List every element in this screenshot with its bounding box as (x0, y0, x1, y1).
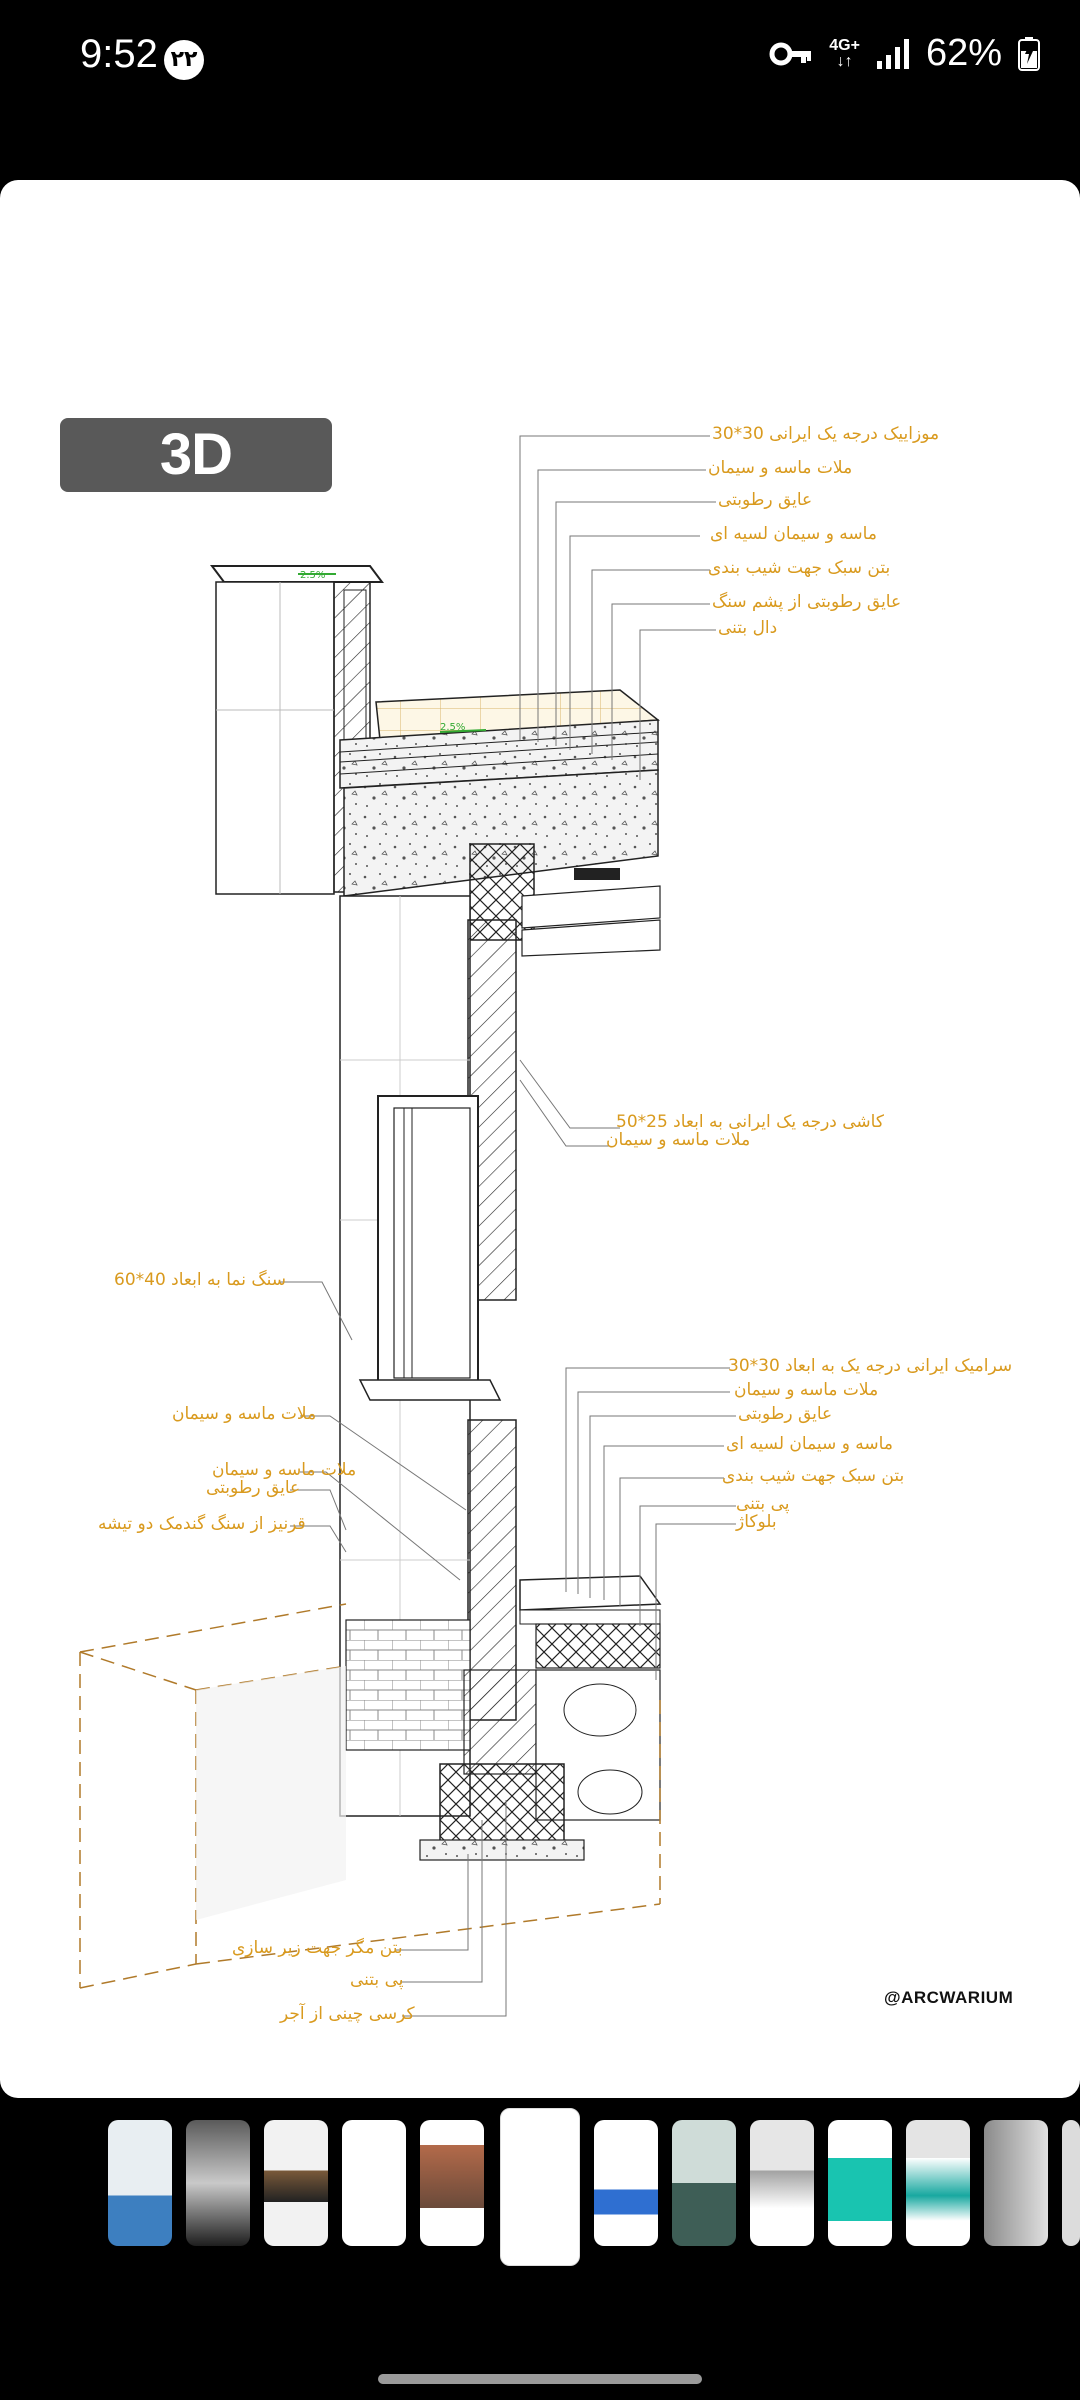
label-concrete-footing-bottom: پی بتنی (350, 1970, 404, 1990)
label-mortar-middle: ملات ماسه و سیمان (606, 1130, 751, 1150)
beam (469, 843, 661, 957)
label-mortar-left-2: ملات ماسه و سیمان (212, 1460, 357, 1480)
label-stone-skirting: قرنیز از سنگ گندمک دو تیشه (98, 1514, 306, 1534)
slope-markers: 2.5% 2.5% (298, 570, 487, 733)
label-mortar: ملات ماسه و سیمان (708, 458, 853, 478)
label-mortar-lower: ملات ماسه و سیمان (734, 1380, 879, 1400)
label-blockage: بلوکاژ (736, 1512, 777, 1532)
label-waterproofing-lower: عایق رطوبتی (738, 1404, 833, 1424)
label-lightweight-concrete-lower: بتن سبک جهت شیب بندی (722, 1466, 905, 1486)
thumbnail-5[interactable] (420, 2120, 484, 2246)
thumbnail-12[interactable] (984, 2120, 1048, 2246)
label-facade-stone: سنگ نما به ابعاد 40*60 (114, 1270, 286, 1290)
home-indicator[interactable] (378, 2374, 702, 2384)
label-ceramic-tile-25x50: کاشی درجه یک ایرانی به ابعاد 25*50 (616, 1112, 884, 1132)
thumbnail-8[interactable] (672, 2120, 736, 2246)
label-ceramic-tile-30x30: سرامیک ایرانی درجه یک به ابعاد 30*30 (728, 1356, 1013, 1376)
status-bar: 9:52 ۲۲ 4G+↓↑ 62% (0, 0, 1080, 120)
thumbnail-11[interactable] (906, 2120, 970, 2246)
signal-strength-icon (876, 38, 909, 69)
thumbnail-2[interactable] (186, 2120, 250, 2246)
svg-text:2.5%: 2.5% (300, 570, 325, 581)
label-lightweight-concrete: بتن سبک جهت شیب بندی (708, 558, 891, 578)
label-sand-cement: ماسه و سیمان لسیه ای (710, 524, 877, 544)
roof-slab (339, 689, 660, 897)
label-concrete-slab: دال بتنی (718, 618, 778, 638)
thumbnail-9[interactable] (750, 2120, 814, 2246)
network-type-label: 4G+↓↑ (829, 36, 860, 70)
notification-count-badge: ۲۲ (164, 40, 204, 80)
label-mortar-left-1: ملات ماسه و سیمان (172, 1404, 317, 1424)
label-lean-concrete: بتن مگر جهت زیر سازی (232, 1938, 403, 1958)
architectural-section-drawing: 2.5% 2.5% (79, 435, 736, 2017)
thumbnail-4[interactable] (342, 2120, 406, 2246)
label-mosaic-tile: موزاییک درجه یک ایرانی 30*30 (712, 424, 940, 444)
label-brick-plinth: کرسی چینی از آجر (280, 2004, 415, 2024)
label-rockwool-insulation: عایق رطوبتی از پشم سنگ (712, 592, 902, 612)
thumbnail-6-selected[interactable] (500, 2108, 580, 2266)
thumbnail-filmstrip[interactable] (0, 2100, 1080, 2270)
thumbnail-1[interactable] (108, 2120, 172, 2246)
label-sand-cement-lower: ماسه و سیمان لسیه ای (726, 1434, 893, 1454)
thumbnail-13[interactable] (1062, 2120, 1080, 2246)
status-time: 9:52 (80, 32, 158, 76)
label-waterproofing-left: عایق رطوبتی (206, 1478, 301, 1498)
label-concrete-footing: پی بتنی (736, 1494, 790, 1514)
status-icons: 4G+↓↑ 62% (769, 32, 1040, 75)
vpn-key-icon (769, 42, 812, 65)
svg-text:2.5%: 2.5% (440, 722, 465, 733)
image-viewer[interactable]: 2.5% 2.5% (0, 180, 1080, 2098)
thumbnail-10[interactable] (828, 2120, 892, 2246)
leader-lines (280, 435, 736, 2017)
window (358, 1095, 502, 1401)
battery-percentage: 62% (925, 32, 1002, 74)
thumbnail-3[interactable] (264, 2120, 328, 2246)
label-waterproofing: عایق رطوبتی (718, 490, 813, 510)
ground-floor-slab (519, 1575, 662, 1669)
watermark: @ARCWARIUM (884, 1988, 1014, 2007)
battery-charging-icon (1018, 36, 1040, 71)
foundation (345, 1619, 661, 1861)
detail-title-badge: 3D DETAIL (60, 418, 332, 561)
thumbnail-7[interactable] (594, 2120, 658, 2246)
